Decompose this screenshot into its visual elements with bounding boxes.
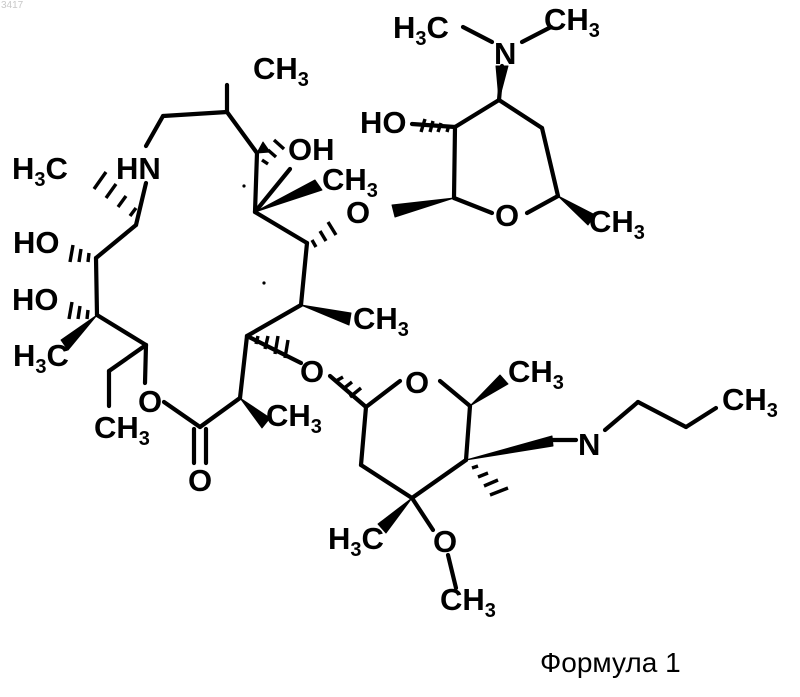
atom-ether-o-lower: O	[300, 354, 324, 389]
atom-amine-n: N	[578, 427, 600, 462]
atom-desosamine-methyl: CH3	[589, 204, 645, 244]
atom-methoxy-o: O	[433, 524, 457, 559]
atom-propyl-methyl: CH3	[722, 382, 778, 422]
atom-methoxy-methyl: CH3	[440, 582, 496, 622]
atom-nme2-right-methyl: CH3	[544, 2, 600, 42]
atom-cladinose-ring-o: O	[405, 365, 429, 400]
atom-labels: H3C N CH3 CH3 HO HN OH CH3 H3C O O CH3 H…	[12, 2, 778, 622]
atom-top-methyl: CH3	[253, 51, 309, 91]
atom-cladinose-c-methyl: H3C	[328, 521, 384, 561]
atom-c12-methyl: H3C	[13, 338, 69, 378]
atom-c11-hydroxyl: HO	[13, 225, 60, 260]
atom-c4-methyl: CH3	[353, 301, 409, 341]
atom-nme2-left-methyl: H3C	[393, 10, 449, 50]
atom-ring-nh: HN	[116, 151, 161, 186]
atom-lactone-o: O	[138, 384, 162, 419]
formula-caption: Формула 1	[540, 647, 681, 679]
atom-c2-methyl: CH3	[266, 398, 322, 438]
atom-desosamine-ring-o: O	[495, 198, 519, 233]
atom-carbonyl-o: O	[188, 463, 212, 498]
atom-c10-methyl: H3C	[12, 151, 68, 191]
atom-ether-o-upper: O	[346, 195, 370, 230]
atom-desosamine-hydroxyl: HO	[360, 105, 407, 140]
document-id-mark: 3417	[1, 0, 23, 11]
atom-cladinose-methyl: CH3	[508, 354, 564, 394]
atom-nme2-nitrogen: N	[494, 36, 516, 71]
atom-c12-hydroxyl: HO	[12, 282, 59, 317]
